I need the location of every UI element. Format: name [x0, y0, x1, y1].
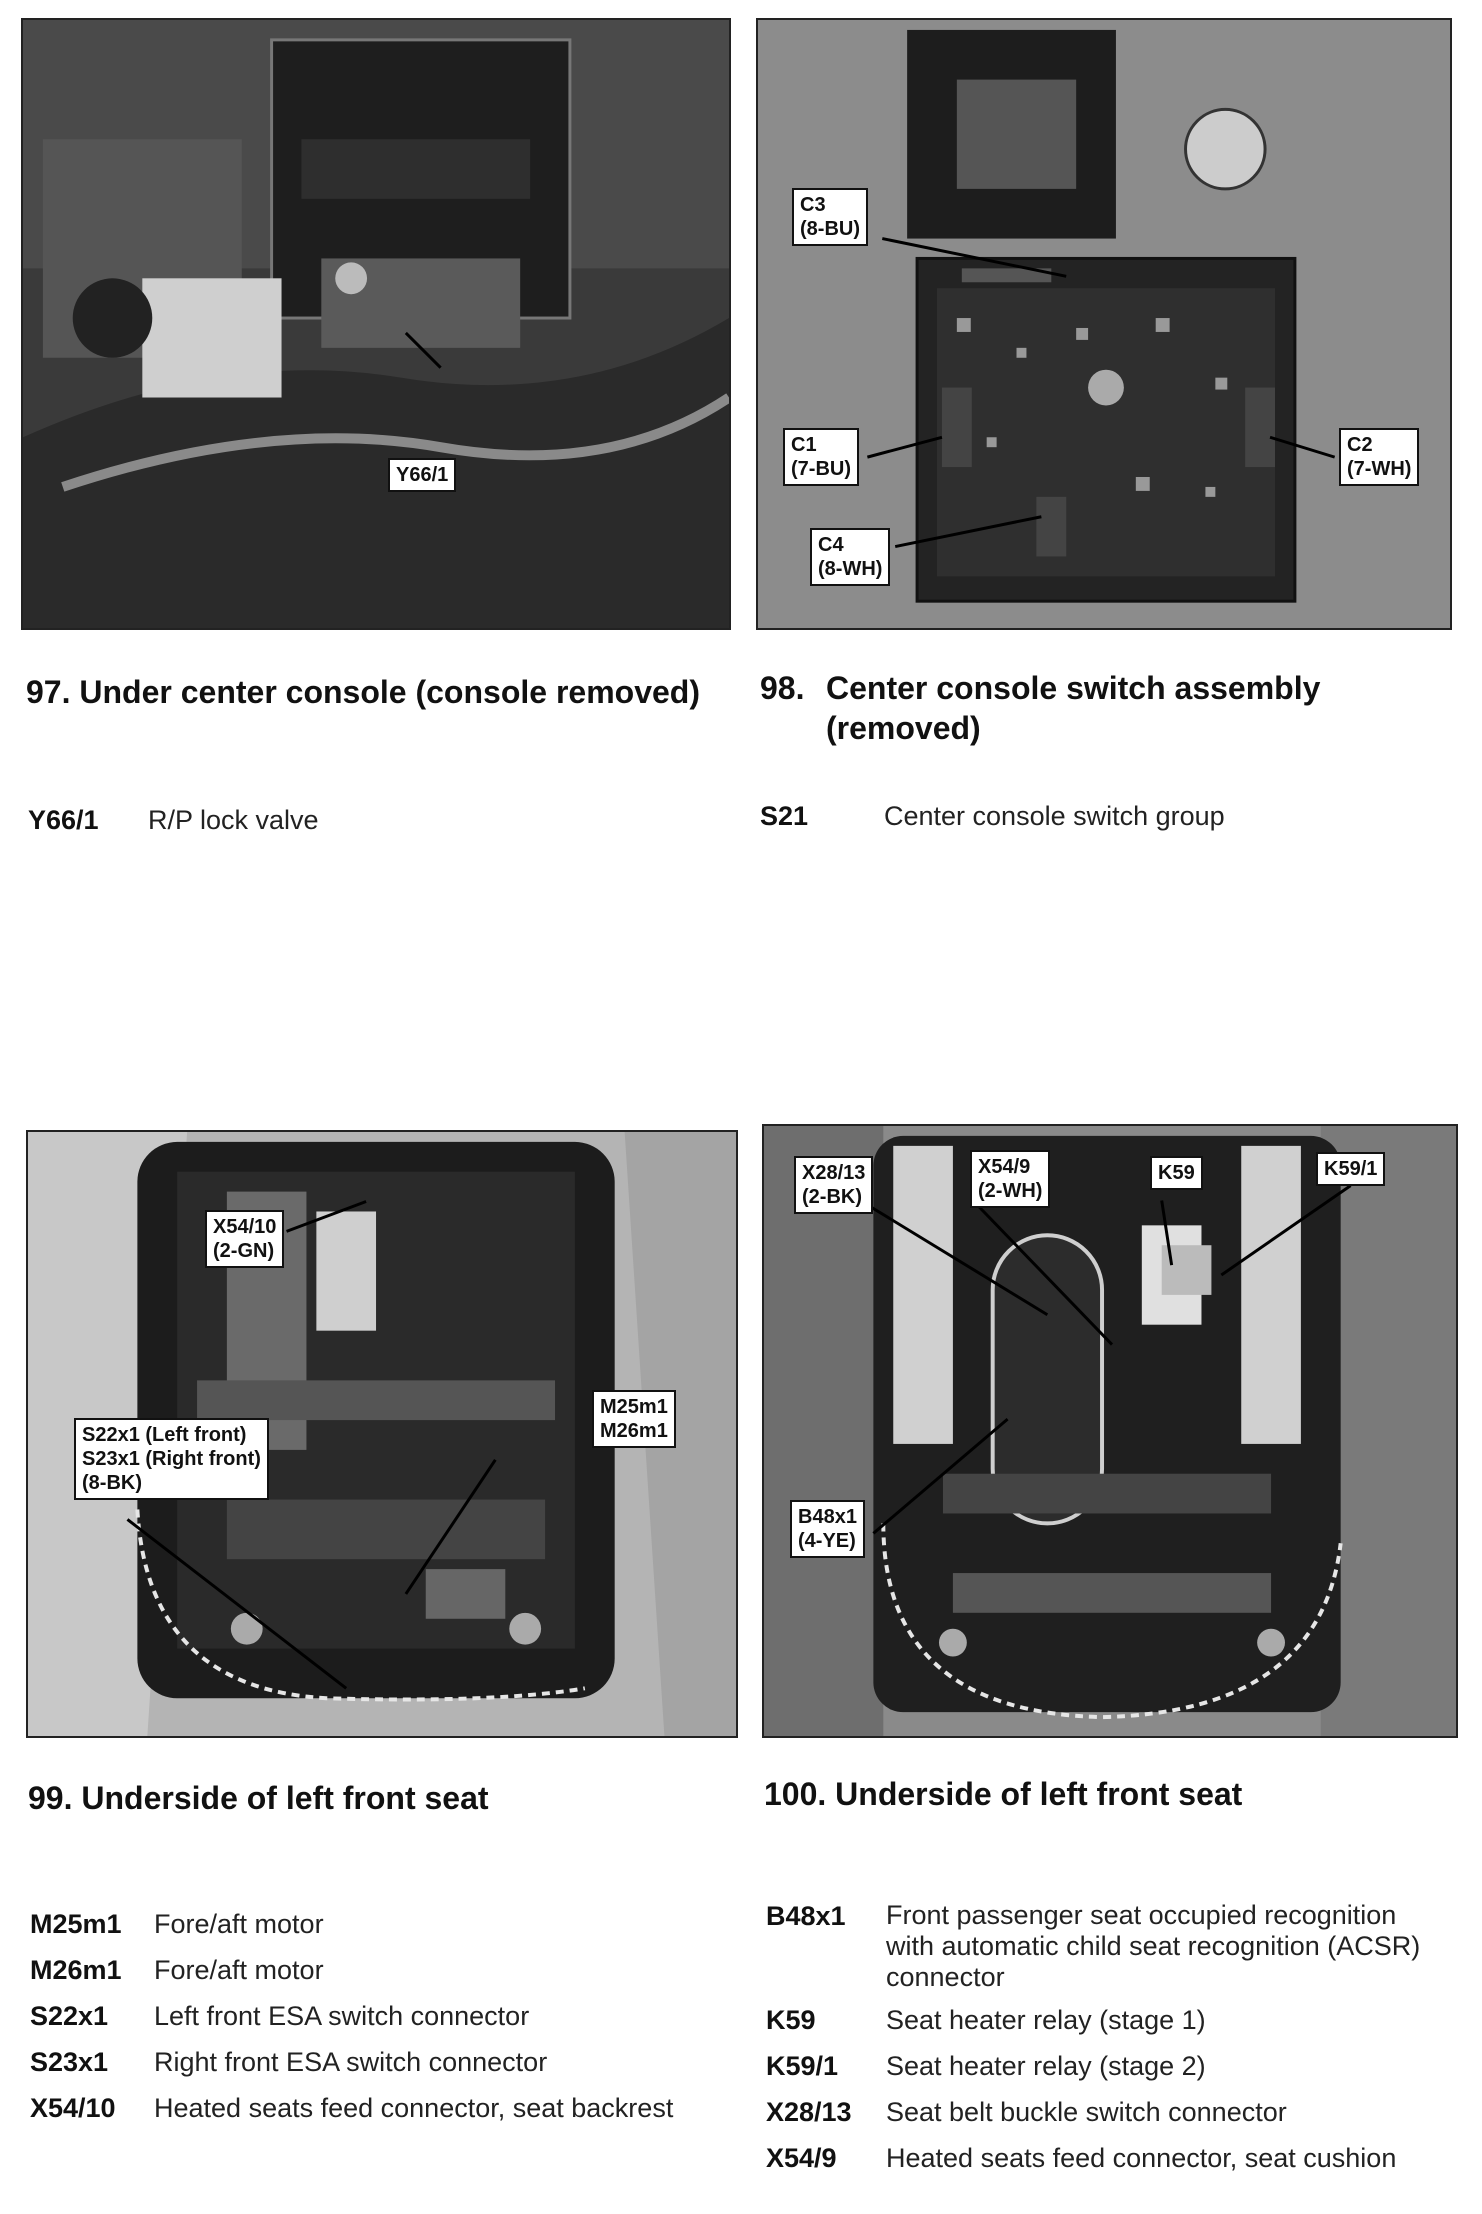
- callout-k59: K59: [1150, 1156, 1203, 1190]
- legend-row: X28/13 Seat belt buckle switch connector: [766, 2096, 1466, 2142]
- photo-underside-seat-left: [26, 1130, 738, 1738]
- photo-underside-seat-right: [762, 1124, 1458, 1738]
- legend-row: Y66/1 R/P lock valve: [28, 804, 708, 844]
- legend-description: Front passenger seat occupied recognitio…: [886, 1900, 1420, 1993]
- photo-under-center-console: [21, 18, 731, 630]
- callout-b48x1: B48x1(4-YE): [790, 1500, 865, 1558]
- legend-row: X54/10 Heated seats feed connector, seat…: [30, 2092, 730, 2138]
- caption-title: Underside of left front seat: [835, 1776, 1243, 1812]
- legend-description: Seat belt buckle switch connector: [886, 2097, 1287, 2127]
- legend-row: M26m1 Fore/aft motor: [30, 1954, 730, 2000]
- legend-code: M25m1: [30, 1909, 122, 1939]
- legend-code: X28/13: [766, 2097, 852, 2127]
- legend-description: R/P lock valve: [148, 805, 319, 835]
- legend-description: Center console switch group: [884, 801, 1225, 831]
- legend-description: Left front ESA switch connector: [154, 2001, 530, 2031]
- legend-code: S22x1: [30, 2001, 109, 2031]
- legend-row: S21 Center console switch group: [760, 800, 1450, 840]
- caption-title: Under center console (console removed): [79, 674, 700, 710]
- legend-description: Right front ESA switch connector: [154, 2047, 548, 2077]
- legend-description-line: Front passenger seat occupied recognitio…: [886, 1900, 1397, 1930]
- legend-row: M25m1 Fore/aft motor: [30, 1908, 730, 1954]
- legend-code: B48x1: [766, 1901, 846, 1931]
- callout-c2: C2(7-WH): [1339, 428, 1420, 486]
- caption-title: Underside of left front seat: [81, 1780, 489, 1816]
- caption-figure-99: 99. Underside of left front seat: [28, 1778, 489, 1818]
- legend-code: S21: [760, 801, 809, 831]
- legend-code: K59/1: [766, 2051, 839, 2081]
- legend-code: X54/10: [30, 2093, 116, 2123]
- caption-number: 98.: [760, 670, 805, 706]
- callout-k59-1: K59/1: [1316, 1152, 1386, 1186]
- callout-c1: C1(7-BU): [783, 428, 859, 486]
- legend-code: K59: [766, 2005, 816, 2035]
- legend-code: X54/9: [766, 2143, 837, 2173]
- legend-description-line: with automatic child seat recognition (A…: [886, 1931, 1421, 1961]
- legend-figure-97: Y66/1 R/P lock valve: [28, 804, 708, 844]
- caption-figure-98: 98. Center console switch assembly (remo…: [760, 668, 1460, 748]
- caption-number: 99.: [28, 1780, 73, 1816]
- caption-figure-100: 100. Underside of left front seat: [764, 1774, 1242, 1814]
- callout-c4: C4(8-WH): [810, 528, 891, 586]
- callout-s22x1-s23x1: S22x1 (Left front)S23x1 (Right front)(8-…: [74, 1418, 269, 1500]
- legend-description: Fore/aft motor: [154, 1909, 324, 1939]
- callout-x28-13: X28/13(2-BK): [794, 1156, 874, 1214]
- legend-row: K59 Seat heater relay (stage 1): [766, 2004, 1466, 2050]
- legend-row: S23x1 Right front ESA switch connector: [30, 2046, 730, 2092]
- callout-x54-9: X54/9(2-WH): [970, 1150, 1051, 1208]
- legend-figure-100: B48x1 Front passenger seat occupied reco…: [766, 1900, 1466, 2188]
- caption-figure-97: 97. Under center console (console remove…: [26, 672, 700, 712]
- callout-y66-1: Y66/1: [388, 458, 457, 492]
- caption-title: Center console switch assembly (removed): [826, 670, 1321, 746]
- legend-row: X54/9 Heated seats feed connector, seat …: [766, 2142, 1466, 2188]
- legend-description-line: connector: [886, 1962, 1005, 1992]
- legend-code: Y66/1: [28, 805, 99, 835]
- legend-code: M26m1: [30, 1955, 122, 1985]
- legend-description: Fore/aft motor: [154, 1955, 324, 1985]
- photo-center-console-switch-assembly: [756, 18, 1452, 630]
- legend-code: S23x1: [30, 2047, 109, 2077]
- callout-c3: C3(8-BU): [792, 188, 868, 246]
- legend-description: Seat heater relay (stage 1): [886, 2005, 1206, 2035]
- legend-description: Seat heater relay (stage 2): [886, 2051, 1206, 2081]
- callout-x54-10: X54/10(2-GN): [205, 1210, 285, 1268]
- legend-figure-98: S21 Center console switch group: [760, 800, 1450, 840]
- caption-number: 97.: [26, 674, 71, 710]
- caption-number: 100.: [764, 1776, 827, 1812]
- legend-description: Heated seats feed connector, seat backre…: [154, 2093, 674, 2123]
- legend-figure-99: M25m1 Fore/aft motor M26m1 Fore/aft moto…: [30, 1908, 730, 2138]
- legend-description: Heated seats feed connector, seat cushio…: [886, 2143, 1397, 2173]
- legend-row: S22x1 Left front ESA switch connector: [30, 2000, 730, 2046]
- legend-row: B48x1 Front passenger seat occupied reco…: [766, 1900, 1466, 2004]
- legend-row: K59/1 Seat heater relay (stage 2): [766, 2050, 1466, 2096]
